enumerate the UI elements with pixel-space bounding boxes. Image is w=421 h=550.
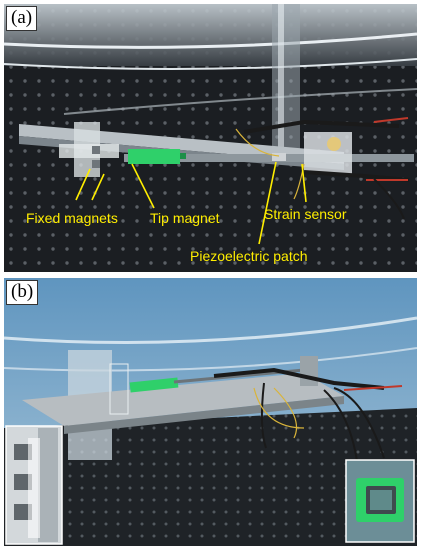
vertical-post — [272, 4, 300, 152]
label-piezoelectric-patch: Piezoelectric patch — [190, 248, 308, 264]
panel-a: (a) Fixed magnets Tip magnet Strain sens… — [4, 4, 417, 272]
clamp-block — [304, 132, 352, 174]
panel-b-tag: (b) — [6, 280, 39, 305]
tip-magnet-holder-b — [129, 377, 179, 393]
label-tip-magnet: Tip magnet — [150, 210, 220, 226]
inset-tip-magnet — [345, 459, 415, 543]
panel-b: (b) — [4, 278, 417, 546]
annotation-arrows — [75, 161, 307, 245]
inset-fixed-magnets — [5, 425, 63, 545]
piezoelectric-patch-body — [272, 153, 286, 161]
zoom-highlight-box — [109, 363, 129, 415]
probe-cable-b — [213, 367, 385, 390]
wind-tunnel-wall — [4, 4, 417, 66]
probe-cable — [243, 119, 400, 134]
label-strain-sensor: Strain sensor — [264, 206, 347, 222]
tip-magnet-holder — [128, 149, 180, 164]
panel-a-tag: (a) — [6, 6, 38, 31]
label-fixed-magnets: Fixed magnets — [26, 210, 118, 226]
panel-a-photo — [4, 4, 417, 272]
panel-b-photo — [4, 278, 417, 546]
